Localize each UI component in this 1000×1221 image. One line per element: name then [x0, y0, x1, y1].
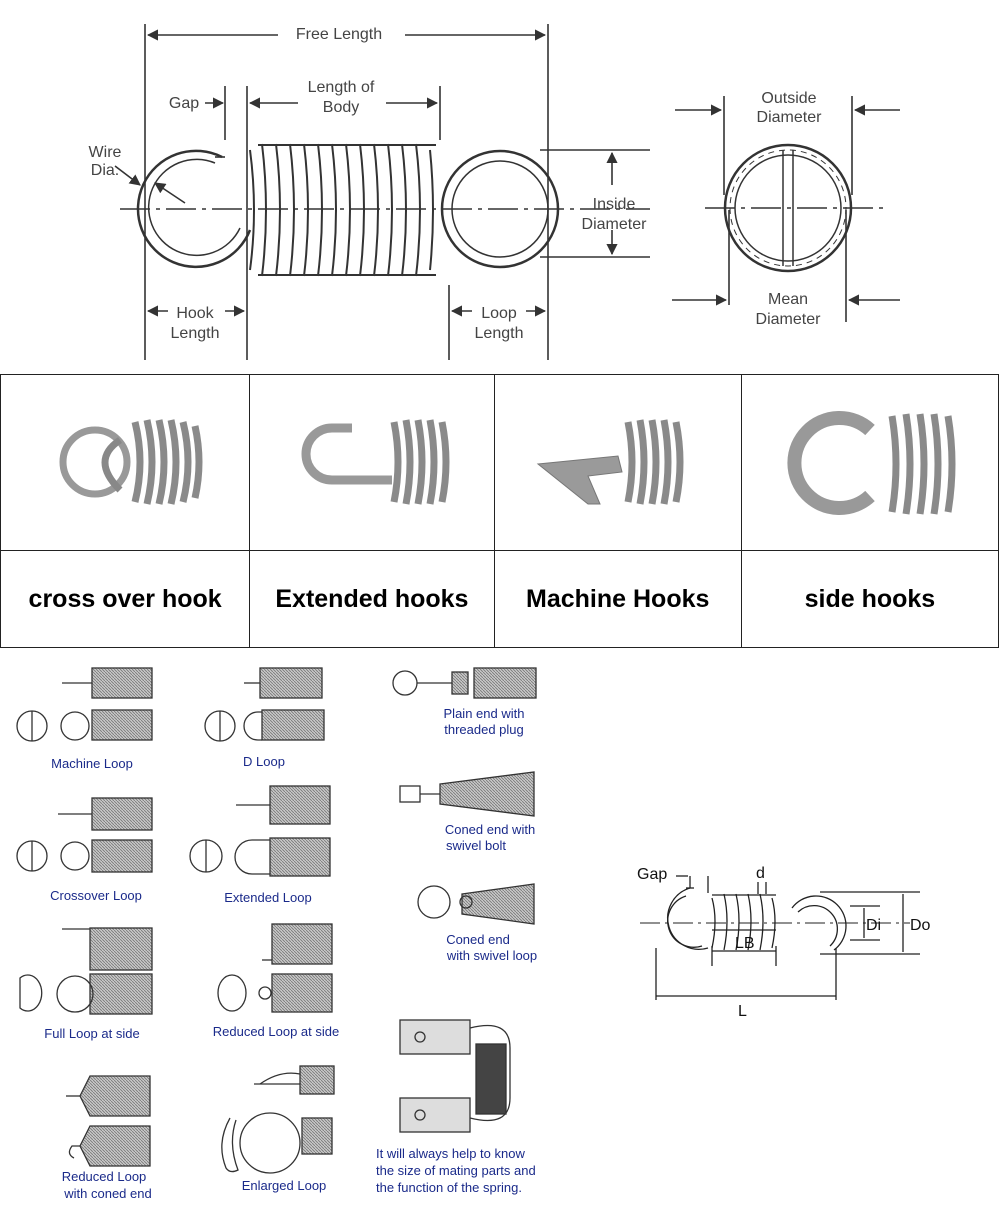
- gap-label: Gap: [169, 95, 199, 112]
- side-hooks-image: [740, 374, 1000, 551]
- d-dim-label: d: [756, 865, 765, 882]
- hook-types-table: cross over hook Extended hooks Machine H…: [0, 374, 1000, 648]
- inside-diameter-label-2: Diameter: [582, 216, 648, 233]
- mating-note-1: It will always help to know: [376, 1146, 525, 1161]
- end-types-diagram: Machine Loop D Loop Crossover Loop Exten…: [16, 667, 931, 1201]
- swivel-loop-caption-1: Coned end: [446, 932, 510, 947]
- cross-over-hook-image: [0, 374, 251, 551]
- crossover-loop-caption: Crossover Loop: [50, 888, 142, 903]
- reduced-loop-coned-end-caption-2: with coned end: [63, 1186, 151, 1201]
- inside-diameter-label-1: Inside: [593, 196, 636, 213]
- machine-hooks-image: [493, 374, 742, 551]
- enlarged-loop-caption: Enlarged Loop: [242, 1178, 327, 1193]
- loop-length-label-1: Loop: [481, 305, 517, 322]
- side-hooks-label: side hooks: [740, 550, 1000, 648]
- do-dim-label: Do: [910, 917, 931, 934]
- l-dim-label: L: [738, 1003, 747, 1020]
- reduced-loop-at-side-caption: Reduced Loop at side: [213, 1024, 339, 1039]
- full-loop-at-side-caption: Full Loop at side: [44, 1026, 139, 1041]
- hook-length-label-1: Hook: [176, 305, 214, 322]
- mean-diameter-label-2: Diameter: [756, 311, 822, 328]
- reduced-loop-coned-end-caption-1: Reduced Loop: [62, 1169, 147, 1184]
- length-of-body-label-2: Body: [323, 99, 359, 116]
- machine-loop-caption: Machine Loop: [51, 756, 133, 771]
- plain-end-caption-2: threaded plug: [444, 722, 524, 737]
- swivel-loop-caption-2: with swivel loop: [446, 948, 537, 963]
- cross-over-hook-label: cross over hook: [0, 550, 251, 648]
- wire-dia-label-1: Wire: [89, 144, 122, 161]
- mean-diameter-label-1: Mean: [768, 291, 808, 308]
- length-of-body-label-1: Length of: [308, 79, 375, 96]
- hook-length-label-2: Length: [171, 325, 220, 342]
- machine-hooks-label: Machine Hooks: [493, 550, 742, 648]
- plain-end-caption-1: Plain end with: [444, 706, 525, 721]
- wire-dia-label-2: Dia.: [91, 162, 119, 179]
- lb-dim-label: LB: [735, 935, 755, 952]
- extended-loop-caption: Extended Loop: [224, 890, 311, 905]
- swivel-bolt-caption-2: swivel bolt: [446, 838, 506, 853]
- di-dim-label: Di: [866, 917, 881, 934]
- free-length-label: Free Length: [296, 26, 382, 43]
- outside-diameter-label-1: Outside: [761, 90, 816, 107]
- extension-spring-diagram: Free Length Gap Length of Body Wire Dia.…: [89, 24, 900, 360]
- mating-note-3: the function of the spring.: [376, 1180, 522, 1195]
- d-loop-caption: D Loop: [243, 754, 285, 769]
- mating-note-2: the size of mating parts and: [376, 1163, 536, 1178]
- extended-hooks-image: [249, 374, 495, 551]
- gap-dim-label: Gap: [637, 866, 667, 883]
- outside-diameter-label-2: Diameter: [757, 109, 823, 126]
- loop-length-label-2: Length: [475, 325, 524, 342]
- extended-hooks-label: Extended hooks: [249, 550, 495, 648]
- swivel-bolt-caption-1: Coned end with: [445, 822, 535, 837]
